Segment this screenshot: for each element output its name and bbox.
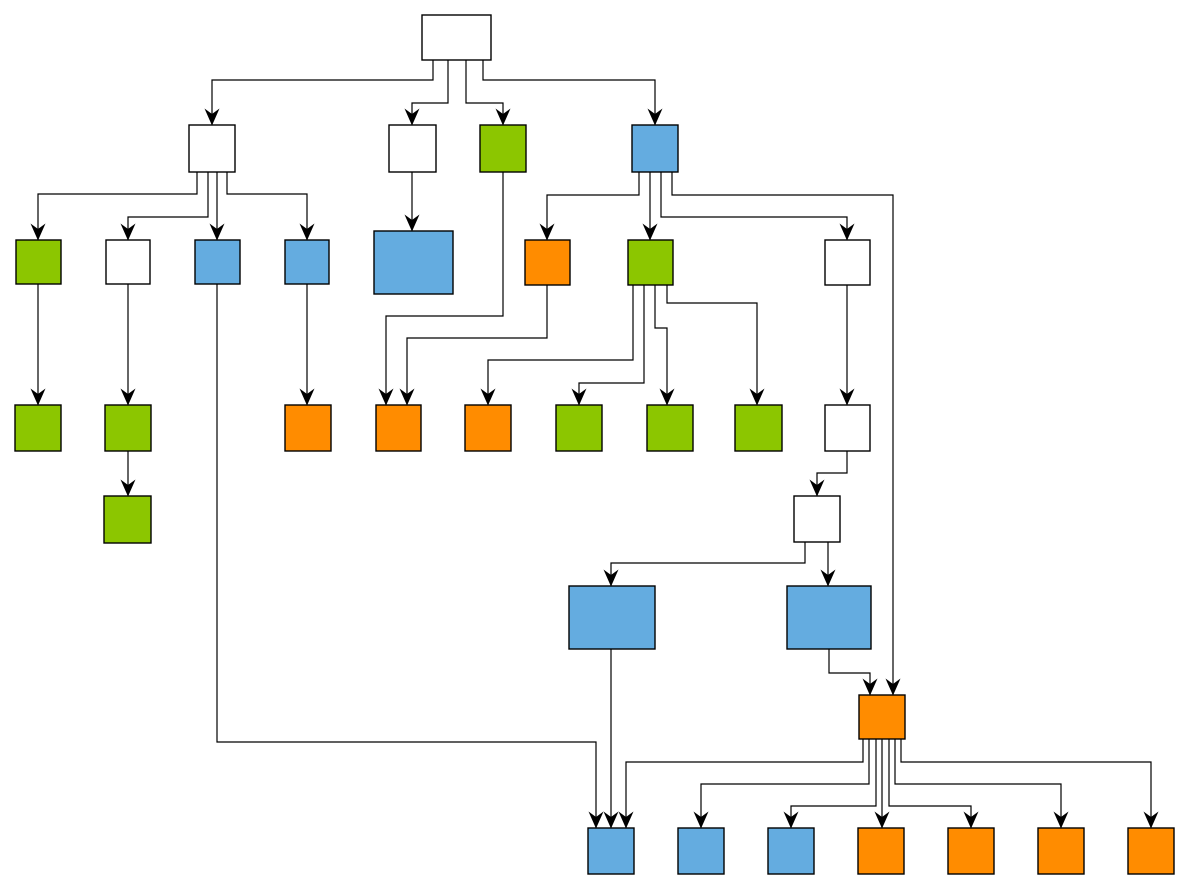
node-h bbox=[284, 239, 330, 285]
edge-root-d bbox=[482, 60, 663, 126]
edge-l-m1 bbox=[571, 285, 645, 406]
node-n bbox=[824, 239, 871, 286]
edge-r-s1 bbox=[618, 739, 864, 829]
edge-l-m3 bbox=[666, 285, 765, 406]
node-s4 bbox=[857, 827, 905, 875]
edge-r-s5 bbox=[888, 739, 979, 829]
node-m2 bbox=[646, 404, 694, 452]
node-s6 bbox=[1037, 827, 1085, 875]
node-s7 bbox=[1127, 827, 1175, 875]
edge-root-c bbox=[465, 60, 511, 126]
edge-p-q1 bbox=[603, 542, 806, 587]
node-e bbox=[15, 239, 62, 285]
node-s5 bbox=[947, 827, 995, 875]
edges-layer bbox=[30, 60, 1159, 829]
node-root bbox=[421, 14, 492, 61]
node-k bbox=[524, 239, 571, 286]
edge-d-k bbox=[539, 172, 640, 241]
edge-q2-r bbox=[828, 649, 878, 696]
node-r bbox=[858, 694, 906, 740]
edge-a-e bbox=[30, 172, 198, 241]
node-m1 bbox=[555, 404, 603, 452]
nodes-layer bbox=[14, 14, 1175, 875]
node-o2 bbox=[375, 404, 422, 452]
edge-l-o3 bbox=[480, 285, 634, 406]
edge-r-s6 bbox=[894, 739, 1069, 829]
edge-r-s3 bbox=[783, 739, 877, 829]
node-f2 bbox=[104, 404, 152, 452]
node-m3 bbox=[734, 404, 783, 452]
node-a bbox=[188, 124, 236, 173]
edge-d-r bbox=[671, 172, 901, 696]
edge-c-o2 bbox=[378, 172, 504, 406]
node-q1 bbox=[568, 585, 656, 650]
edge-g-s1 bbox=[216, 284, 604, 829]
edge-l-m2 bbox=[654, 285, 675, 406]
edge-r-s2 bbox=[693, 739, 870, 829]
node-s2 bbox=[677, 827, 725, 875]
node-o1 bbox=[284, 404, 332, 452]
node-e2 bbox=[14, 404, 62, 452]
edge-d-n bbox=[660, 172, 855, 241]
node-s1 bbox=[587, 827, 635, 875]
node-s3 bbox=[767, 827, 815, 875]
node-p bbox=[793, 495, 841, 543]
node-l bbox=[627, 239, 674, 286]
node-f bbox=[105, 239, 151, 285]
node-o3 bbox=[464, 404, 512, 452]
node-c bbox=[479, 124, 527, 173]
node-f3 bbox=[103, 495, 152, 544]
edge-root-a bbox=[204, 60, 434, 126]
node-i bbox=[373, 230, 454, 295]
edge-k-o2 bbox=[399, 285, 548, 406]
edge-r-s7 bbox=[900, 739, 1159, 829]
edge-n2-p bbox=[809, 451, 848, 497]
node-b bbox=[388, 124, 437, 173]
edge-root-b bbox=[404, 60, 449, 126]
edge-a-f bbox=[120, 172, 209, 241]
edge-a-h bbox=[226, 172, 315, 241]
node-d bbox=[631, 124, 679, 173]
node-q2 bbox=[786, 585, 872, 650]
node-g bbox=[194, 239, 241, 285]
node-n2 bbox=[824, 404, 871, 452]
